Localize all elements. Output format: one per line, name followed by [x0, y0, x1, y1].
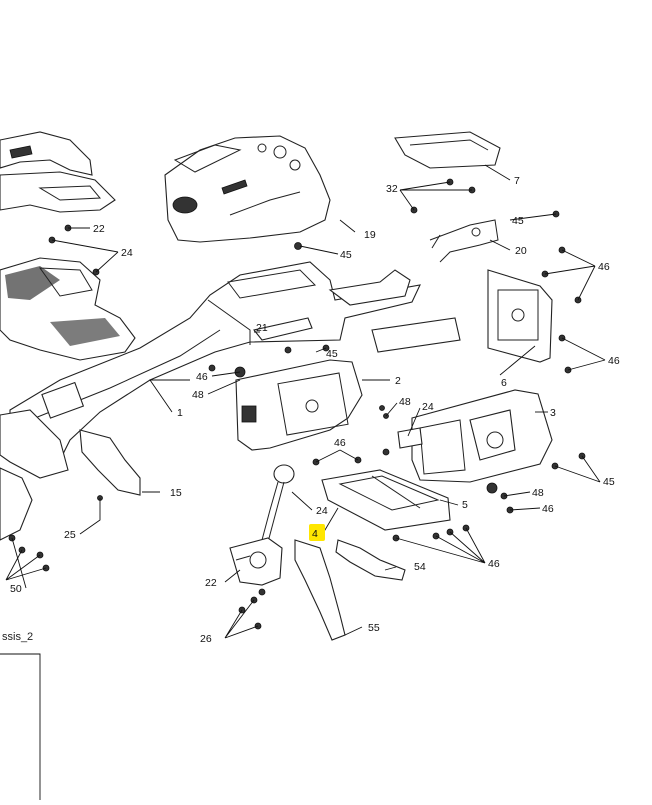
callout-4: 4 [312, 528, 318, 540]
callout-19: 20 [515, 245, 527, 257]
callout-3: 3 [550, 407, 556, 419]
callout-45-mid: 45 [326, 348, 338, 360]
callout-46-right-low: 46 [542, 503, 554, 515]
callout-48-left: 48 [192, 389, 204, 401]
callout-23: 24 [316, 505, 328, 517]
callout-21: 24 [422, 401, 434, 413]
bracket-20 [253, 317, 313, 341]
diagram-caption: ssis_2 [2, 631, 33, 643]
caption-frame [0, 653, 41, 800]
callout-labels: 22 24 19 45 7 32 45 20 46 6 46 21 45 46 … [10, 175, 620, 645]
callout-54: 54 [414, 561, 426, 573]
callout-24-top: 24 [121, 247, 133, 259]
gearbox-22 [229, 537, 283, 586]
callout-46-right-mid: 46 [608, 355, 620, 367]
callout-5: 5 [462, 499, 468, 511]
lever-part [429, 219, 499, 263]
rear-plate [487, 269, 553, 363]
hood-part [164, 135, 331, 243]
callout-55: 55 [368, 622, 380, 634]
callout-47: 48 [399, 396, 411, 408]
callout-50: 50 [10, 583, 22, 595]
callout-32: 32 [386, 183, 398, 195]
left-edge-bracket [0, 467, 33, 541]
callout-highlight [309, 524, 325, 541]
hardware-47 [379, 405, 389, 419]
callout-46-left: 46 [196, 371, 208, 383]
seat-pan-part [0, 257, 136, 361]
top-right-bracket [394, 131, 501, 169]
callout-16: 19 [364, 229, 376, 241]
callout-48-right: 48 [532, 487, 544, 499]
callout-15: 15 [170, 487, 182, 499]
callout-2: 2 [395, 375, 401, 387]
shift-lever [261, 464, 295, 543]
bracket-15 [79, 429, 141, 496]
callout-1: 1 [177, 407, 183, 419]
callout-45-right: 45 [603, 476, 615, 488]
fender-part [0, 131, 116, 213]
callout-24-bottom: 26 [200, 633, 212, 645]
bracket-54 [335, 539, 406, 581]
tray-5 [321, 469, 451, 531]
callout-46-center: 46 [334, 437, 346, 449]
callout-20: 21 [256, 322, 268, 334]
callout-22: 22 [205, 577, 217, 589]
callout-45-top: 45 [512, 215, 524, 227]
callout-45-hood: 45 [340, 249, 352, 261]
callout-7: 7 [514, 175, 520, 187]
bracket-55 [294, 539, 346, 641]
leader-lines [5, 164, 606, 639]
main-frame [0, 261, 461, 479]
callout-25: 25 [64, 529, 76, 541]
callout-46-bottom: 46 [488, 558, 500, 570]
bracket-21 [397, 427, 423, 449]
callout-46-right-top: 46 [598, 261, 610, 273]
callout-26: 22 [93, 223, 105, 235]
side-plate-3 [411, 389, 553, 483]
side-plate-2 [235, 359, 363, 451]
callout-6: 6 [501, 377, 507, 389]
